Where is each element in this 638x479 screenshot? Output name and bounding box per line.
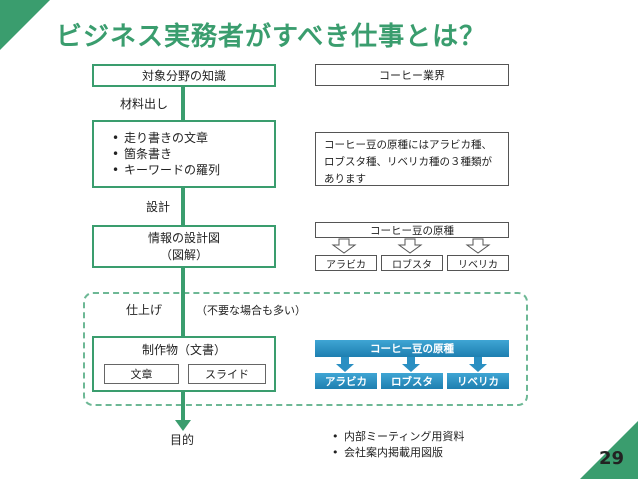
industry-box: コーヒー業界 [315,64,509,86]
diagram-arrows [331,238,491,254]
down-arrow-icon [397,238,423,254]
flow-connector [181,188,185,225]
down-arrow-icon [331,238,357,254]
down-arrow-icon [469,357,487,372]
final-diagram-item: アラビカ [315,373,377,389]
step-label-materials: 材料出し [120,97,169,111]
draft-item: 走り書きの文章 [112,130,274,146]
draft-box: 走り書きの文章 箇条書き キーワードの羅列 [92,120,276,188]
flow-connector [181,86,185,120]
diagram-header: コーヒー豆の原種 [315,222,509,238]
deliverable-sub-text: 文章 [104,364,179,384]
step-label-finishing: 仕上げ [126,303,163,317]
goal-label: 目的 [170,433,195,447]
final-diagram-header: コーヒー豆の原種 [315,340,509,357]
goal-list: 内部ミーティング用資料 会社案内掲載用図版 [322,429,464,461]
design-box: 情報の設計図 （図解） [92,225,276,268]
flow-connector [181,268,185,336]
corner-decoration-top-left [0,0,50,50]
knowledge-label: 対象分野の知識 [141,69,226,83]
deliverable-sub-slide: スライド [188,364,266,384]
finishing-note: （不要な場合も多い） [196,304,306,317]
finishing-region [83,292,528,406]
draft-list: 走り書きの文章 箇条書き キーワードの羅列 [110,130,274,178]
knowledge-box: 対象分野の知識 [92,64,276,87]
goal-item: 会社案内掲載用図版 [332,445,464,461]
flow-connector [181,392,185,424]
draft-item: 箇条書き [112,146,274,162]
final-diagram-item: ロブスタ [381,373,443,389]
design-sublabel: （図解） [159,247,208,262]
final-diagram-arrows [336,357,487,372]
page-number: 29 [598,448,624,469]
page-title: ビジネス実務者がすべき仕事とは？ [56,22,487,52]
design-label: 情報の設計図 [147,230,220,245]
diagram-item: アラビカ [315,255,377,271]
corner-decoration-bottom-right [580,421,638,479]
goal-item: 内部ミーティング用資料 [332,429,464,445]
diagram-item: リベリカ [447,255,509,271]
note-box: コーヒー豆の原種にはアラビカ種、ロブスタ種、リベリカ種の３種類があります [315,132,509,186]
goal-list-box: 内部ミーティング用資料 会社案内掲載用図版 [322,429,464,461]
draft-item: キーワードの羅列 [112,162,274,178]
down-arrow-icon [465,238,491,254]
step-label-design: 設計 [146,200,171,214]
deliverable-label: 制作物（文書） [141,343,226,357]
deliverable-box: 制作物（文書） 文章 スライド [92,336,276,392]
final-diagram-item: リベリカ [447,373,509,389]
diagram-item: ロブスタ [381,255,443,271]
down-arrow-icon [402,357,420,372]
down-arrow-icon [336,357,354,372]
flow-arrowhead [175,420,191,431]
